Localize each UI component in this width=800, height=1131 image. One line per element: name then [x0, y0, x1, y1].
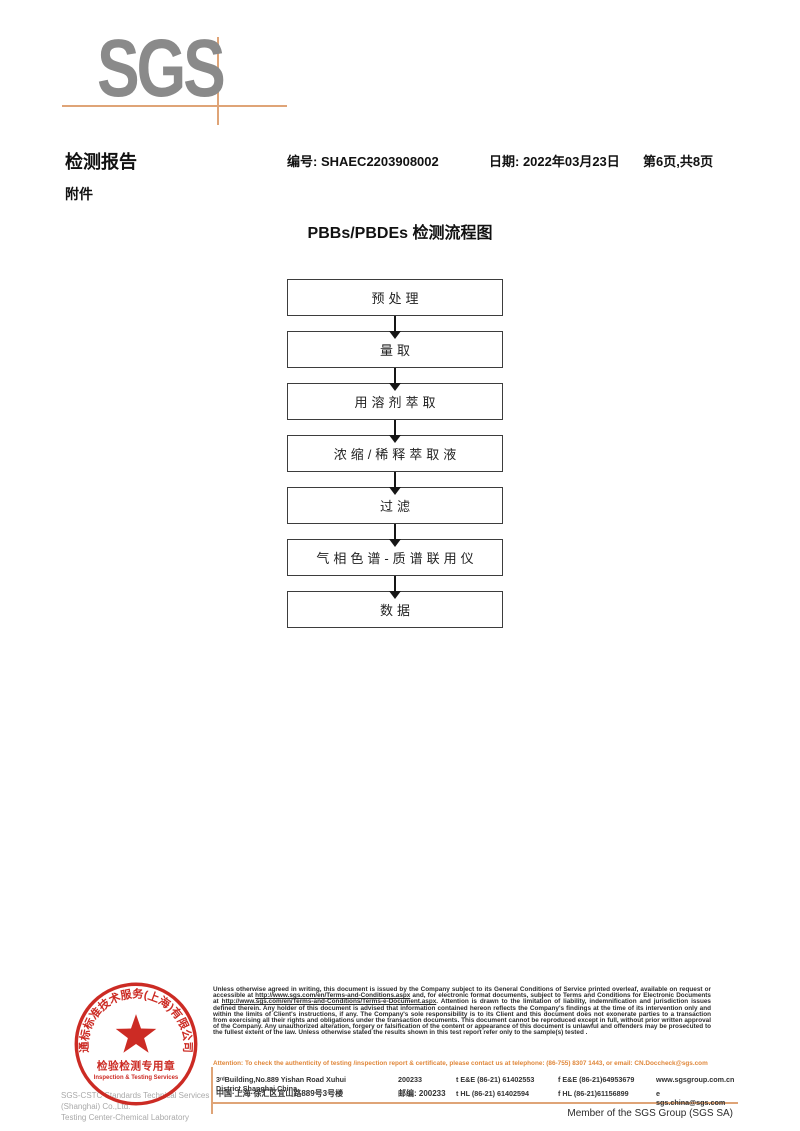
fax-hl: f HL (86-21)61156899	[558, 1089, 629, 1098]
company-name-line1: SGS-CSTC Standards Technical Services (S…	[61, 1091, 210, 1111]
report-date: 日期: 2022年03月23日	[489, 154, 620, 169]
company-name-lines: SGS-CSTC Standards Technical Services (S…	[61, 1090, 231, 1123]
terms-url: http://www.sgs.com/en/Terms-and-Conditio…	[255, 992, 411, 1000]
seal-text-en: Inspection & Testing Services	[94, 1075, 179, 1081]
address-en: 3ʳᵈBuilding,No.889 Yishan Road Xuhui Dis…	[216, 1075, 347, 1093]
legal-part1: Unless otherwise agreed in writing, this…	[213, 986, 711, 1000]
seal-star-icon	[115, 1014, 157, 1053]
down-arrow-icon	[389, 368, 401, 391]
report-title: 检测报告	[65, 152, 137, 172]
logo-horizontal-line	[62, 105, 287, 107]
zip-en: 200233	[398, 1075, 422, 1084]
page-indicator: 第6页,共8页	[643, 154, 714, 169]
sgs-logo: SGS	[62, 20, 287, 125]
phone-hl: t HL (86-21) 61402594	[456, 1089, 529, 1098]
down-arrow-icon	[389, 524, 401, 547]
sgs-member-line: Member of the SGS Group (SGS SA)	[567, 1108, 733, 1119]
legal-part3: . Attention is drawn to the limitation o…	[213, 998, 711, 1037]
attention-notice: Attention: To check the authenticity of …	[213, 1060, 708, 1067]
legal-disclaimer: Unless otherwise agreed in writing, this…	[213, 986, 711, 1037]
seal-text-cn: 检验检测专用章	[97, 1060, 175, 1073]
phone-ee: t E&E (86-21) 61402553	[456, 1075, 535, 1084]
down-arrow-icon	[389, 316, 401, 339]
address-row-cn: 中国·上海·徐汇区宜山路889号3号楼 邮编: 200233 t HL (86-…	[216, 1088, 725, 1107]
report-number: 编号: SHAEC2203908002	[287, 154, 439, 169]
zip-cn: 邮编: 200233	[398, 1089, 446, 1098]
address-row-en: 3ʳᵈBuilding,No.889 Yishan Road Xuhui Dis…	[216, 1075, 735, 1093]
website: www.sgsgroup.com.cn	[656, 1075, 735, 1084]
email: e sgs.china@sgs.com	[656, 1089, 726, 1107]
seal-circle	[74, 982, 198, 1106]
down-arrow-icon	[389, 576, 401, 599]
footer-horizontal-line	[213, 1102, 738, 1104]
attachment-label: 附件	[65, 186, 93, 202]
flowchart: 预处理 量取 用溶剂萃取 浓缩/稀释萃取液 过滤 气相色谱-质谱联用仪 数据	[287, 279, 503, 628]
legal-part2: and, for electronic format documents, su…	[213, 992, 711, 1006]
sgs-logo-text: SGS	[97, 23, 226, 114]
flowchart-step-gcms: 气相色谱-质谱联用仪	[287, 539, 503, 576]
company-name-line2: Testing Center-Chemical Laboratory	[61, 1113, 190, 1122]
flowchart-step-data: 数据	[287, 591, 503, 628]
terms-e-document-url: http://www.sgs.com/en/Terms-and-Conditio…	[221, 998, 437, 1006]
address-cn: 中国·上海·徐汇区宜山路889号3号楼	[216, 1089, 344, 1098]
down-arrow-icon	[389, 420, 401, 443]
down-arrow-icon	[389, 472, 401, 495]
footer-vertical-line	[211, 1067, 213, 1114]
red-seal-stamp: 通标标准技术服务(上海)有限公司 检验检测专用章 Inspection & Te…	[74, 982, 198, 1106]
flowchart-step-pretreatment: 预处理	[287, 279, 503, 316]
address-block: 3ʳᵈBuilding,No.889 Yishan Road Xuhui Dis…	[216, 1075, 735, 1107]
logo-vertical-line	[217, 37, 219, 125]
flowchart-title: PBBs/PBDEs 检测流程图	[307, 225, 493, 242]
fax-ee: f E&E (86-21)64953679	[558, 1075, 635, 1084]
